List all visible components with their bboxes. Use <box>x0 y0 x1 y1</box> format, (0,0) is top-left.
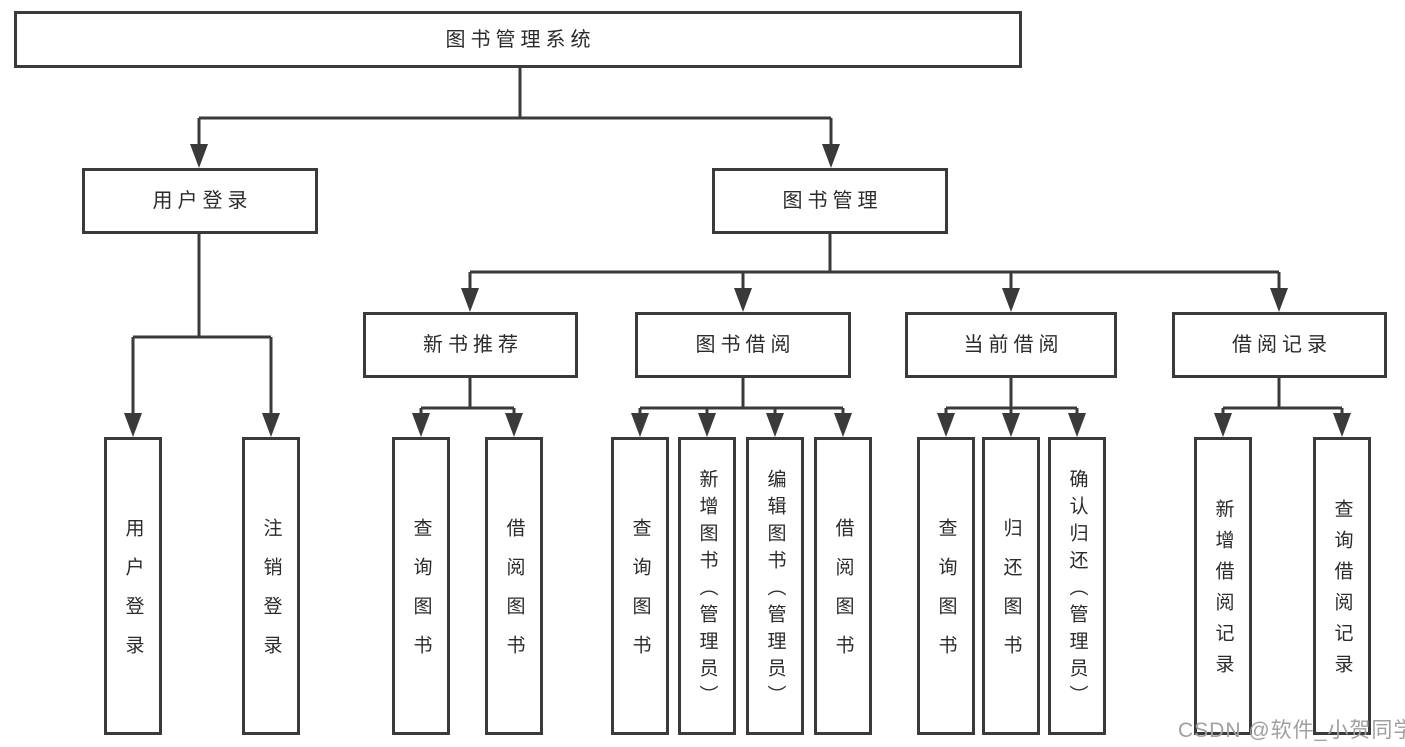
new-book-connectors <box>412 378 523 437</box>
root-connectors <box>190 68 840 168</box>
leaf-bb-edit-book-admin: 编辑图书（管理员） <box>746 437 804 735</box>
user-login-connectors <box>124 234 280 437</box>
leaf-nb-query-books: 查询图书 <box>392 437 450 735</box>
leaf-cb-return-books: 归还图书 <box>982 437 1040 735</box>
current-borrow-connectors <box>937 378 1086 437</box>
leaf-bb-add-book-admin: 新增图书（管理员） <box>678 437 736 735</box>
node-user-login: 用户登录 <box>82 168 318 234</box>
node-root: 图书管理系统 <box>14 11 1022 68</box>
node-borrow-records: 借阅记录 <box>1172 312 1387 378</box>
leaf-bb-borrow-books: 借阅图书 <box>814 437 872 735</box>
watermark: CSDN @软件_小贺同学 <box>1178 719 1405 742</box>
node-book-management: 图书管理 <box>712 168 948 234</box>
book-management-connectors <box>461 234 1288 312</box>
node-book-borrow: 图书借阅 <box>635 312 851 378</box>
node-new-book-recommend: 新书推荐 <box>363 312 578 378</box>
leaf-logout: 注销登录 <box>242 437 300 735</box>
leaf-cb-confirm-return-admin: 确认归还（管理员） <box>1048 437 1106 735</box>
leaf-nb-borrow-books: 借阅图书 <box>485 437 543 735</box>
leaf-user-login: 用户登录 <box>104 437 162 735</box>
leaf-bb-query-books: 查询图书 <box>611 437 669 735</box>
leaf-br-add-record: 新增借阅记录 <box>1194 437 1252 735</box>
leaf-br-query-record: 查询借阅记录 <box>1313 437 1371 735</box>
book-borrow-connectors <box>631 378 852 437</box>
borrow-record-connectors <box>1214 378 1351 437</box>
node-current-borrow: 当前借阅 <box>905 312 1117 378</box>
leaf-cb-query-books: 查询图书 <box>917 437 975 735</box>
